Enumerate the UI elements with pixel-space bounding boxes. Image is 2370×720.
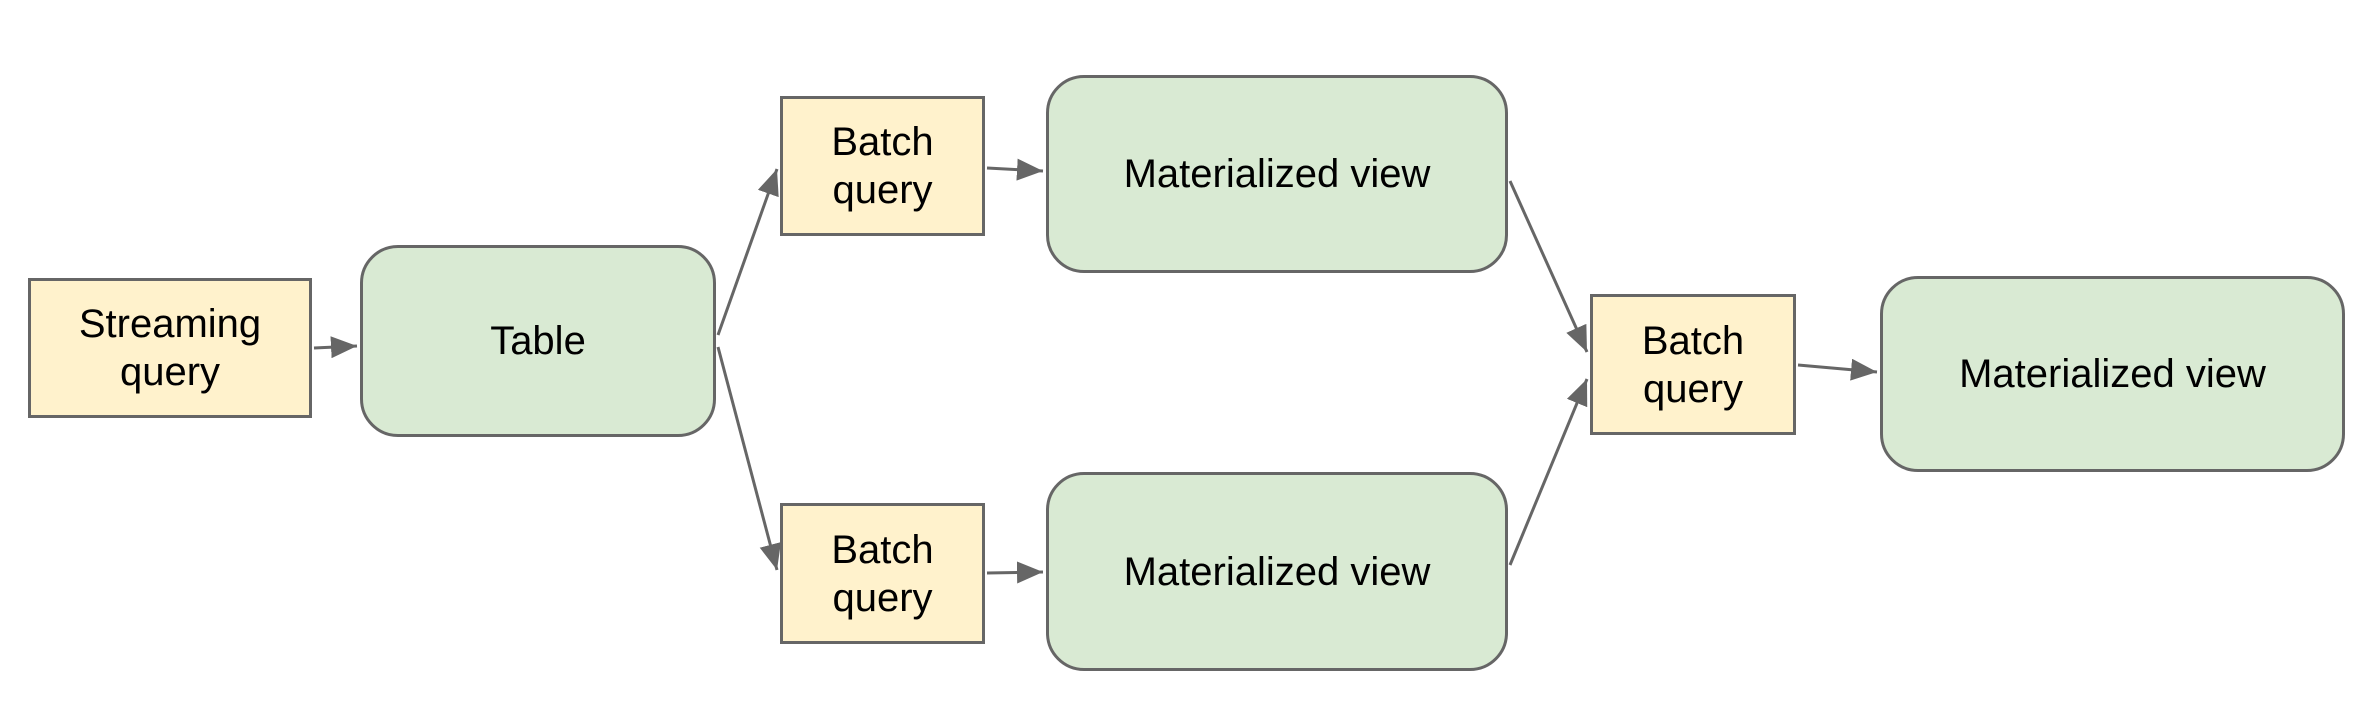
node-materialized-view-final-label: Materialized view (1959, 352, 2266, 396)
node-materialized-view-top: Materialized view (1046, 75, 1508, 273)
node-table: Table (360, 245, 716, 437)
node-batch-query-bottom: Batch query (780, 503, 985, 644)
node-table-label: Table (490, 319, 586, 363)
node-batch-query-top-label: Batch query (831, 120, 934, 212)
edge-batch-query-top-to-mv-top (986, 158, 1044, 181)
node-streaming-query-label: Streaming query (78, 302, 262, 394)
edge-table-to-batch-query-bottom (716, 346, 781, 571)
node-streaming-query: Streaming query (28, 278, 312, 418)
edge-batch-query-merge-to-mv-final (1797, 358, 1878, 381)
edge-batch-query-bottom-to-mv-bottom (986, 561, 1044, 584)
node-batch-query-merge-label: Batch query (1641, 318, 1745, 411)
node-materialized-view-final: Materialized view (1880, 276, 2345, 472)
node-batch-query-top: Batch query (780, 96, 985, 236)
node-materialized-view-bottom: Materialized view (1046, 472, 1508, 671)
edge-table-to-batch-query-top (716, 168, 779, 336)
edge-mv-top-to-batch-query-merge (1508, 180, 1589, 353)
edge-mv-bottom-to-batch-query-merge (1508, 378, 1589, 566)
node-materialized-view-top-label: Materialized view (1123, 152, 1431, 196)
node-materialized-view-bottom-label: Materialized view (1123, 549, 1431, 594)
node-batch-query-bottom-label: Batch query (831, 527, 934, 620)
node-batch-query-merge: Batch query (1590, 294, 1796, 435)
edge-streaming-query-to-table (313, 336, 358, 359)
